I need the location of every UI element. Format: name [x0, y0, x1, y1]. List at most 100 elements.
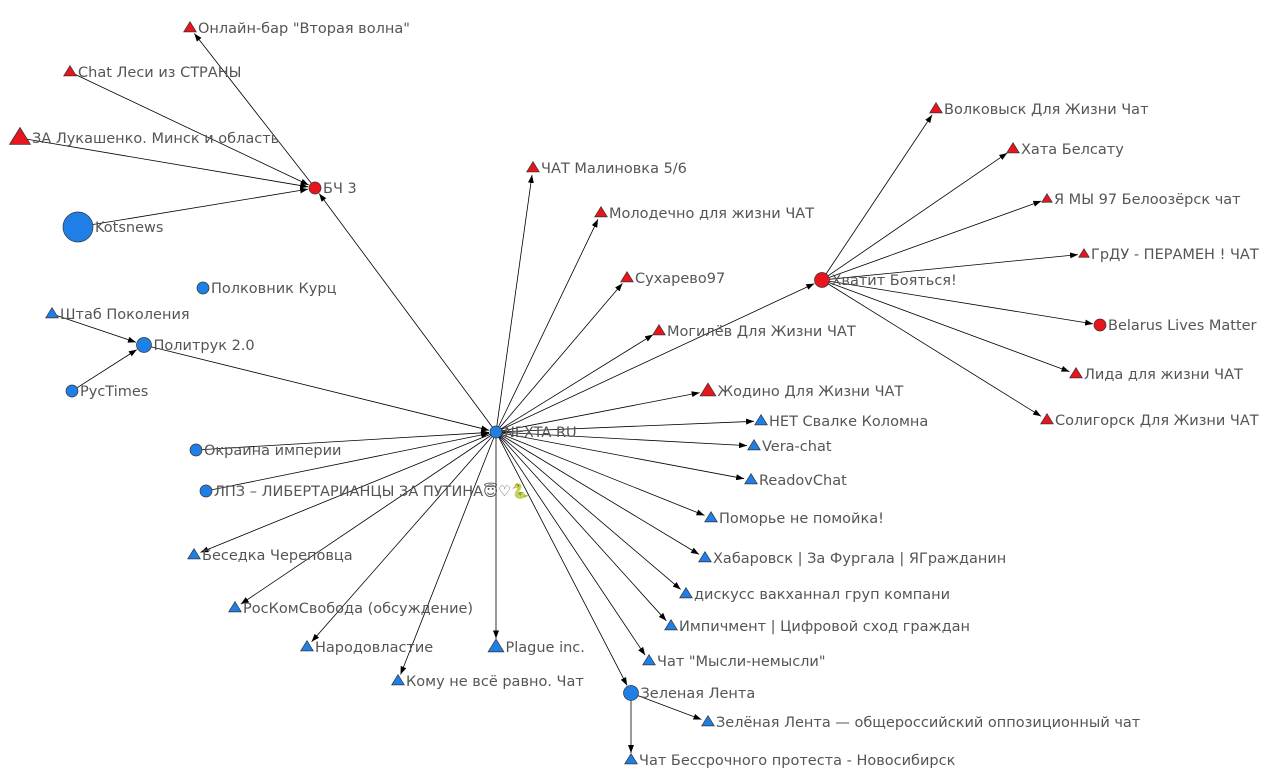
- circle-marker: [65, 384, 79, 398]
- edge-nexta-diskuss: [498, 434, 681, 590]
- node-malinovka[interactable]: ЧАТ Малиновка 5/6: [526, 161, 687, 177]
- node-online_bar[interactable]: Онлайн-бар "Вторая волна": [183, 21, 410, 37]
- node-label: ЧАТ Малиновка 5/6: [541, 161, 687, 177]
- node-ructimes[interactable]: РусTimes: [65, 384, 148, 400]
- node-zhodino[interactable]: Жодино Для Жизни ЧАТ: [699, 382, 903, 400]
- node-hata[interactable]: Хата Белсату: [1006, 142, 1125, 158]
- edge-hvatit-ya_my: [826, 200, 1042, 279]
- node-chat_lesi[interactable]: Chat Леси из СТРАНЫ: [63, 65, 242, 81]
- triangle-marker: [699, 382, 717, 397]
- circle-marker: [1093, 318, 1107, 332]
- edge-nexta-habarovsk: [498, 433, 700, 555]
- triangle-marker: [183, 21, 197, 33]
- node-za_luk[interactable]: ЗА Лукашенко. Минск и область: [8, 126, 280, 147]
- edge-nexta-sukharevo: [498, 283, 623, 430]
- node-diskuss[interactable]: дискусс вакханнал груп компани: [679, 587, 950, 603]
- node-label: Импичмент | Цифровой сход граждан: [679, 619, 970, 635]
- node-politruk[interactable]: Политрук 2.0: [136, 337, 255, 355]
- node-vera[interactable]: Vera-chat: [747, 439, 832, 455]
- node-lida[interactable]: Лида для жизни ЧАТ: [1069, 367, 1243, 383]
- node-pomorye[interactable]: Поморье не помойка!: [704, 511, 884, 527]
- node-blm[interactable]: Belarus Lives Matter: [1093, 318, 1257, 334]
- node-label: Полковник Курц: [211, 281, 337, 297]
- node-kolomna[interactable]: НЕТ Свалке Коломна: [754, 414, 929, 430]
- node-label: Народовластие: [315, 640, 433, 656]
- edge-nexta-kolomna: [499, 418, 755, 433]
- node-soligorsk[interactable]: Солигорск Для Жизни ЧАТ: [1040, 413, 1259, 429]
- node-label: Поморье не помойка!: [719, 511, 884, 527]
- node-label: NEXTA RU: [504, 425, 577, 441]
- node-polkovnik[interactable]: Полковник Курц: [196, 281, 337, 297]
- triangle-marker: [594, 206, 608, 218]
- edge-nexta-komu: [400, 435, 496, 675]
- circle-marker: [199, 484, 213, 498]
- node-kotsnews[interactable]: Kotsnews: [62, 211, 163, 243]
- node-label: Чат "Мысли-немысли": [657, 654, 826, 670]
- node-nsk[interactable]: Чат Бессрочного протеста - Новосибирск: [624, 753, 956, 769]
- edge-kotsnews-bch3: [86, 187, 309, 226]
- node-mogilev[interactable]: Могилёв Для Жизни ЧАТ: [652, 324, 856, 340]
- node-nexta[interactable]: NEXTA RU: [489, 425, 577, 441]
- node-hvatit[interactable]: Хватит Бояться!: [814, 272, 957, 290]
- node-bch3[interactable]: БЧ 3: [308, 181, 357, 197]
- circle-marker: [623, 685, 639, 701]
- triangle-marker: [526, 161, 540, 173]
- edge-nexta-mogilev: [498, 334, 654, 431]
- triangle-marker: [642, 654, 656, 666]
- triangle-marker: [63, 65, 77, 77]
- triangle-marker: [8, 126, 32, 145]
- edge-lpz-nexta: [209, 432, 490, 491]
- node-zelenaya[interactable]: Зеленая Лента: [623, 685, 756, 703]
- node-komu[interactable]: Кому не всё равно. Чат: [391, 674, 585, 690]
- node-label: РусTimes: [80, 384, 148, 400]
- edge-nexta-mysli: [497, 434, 646, 656]
- node-label: ReadovChat: [759, 473, 847, 489]
- node-okraina[interactable]: Окраина империи: [189, 443, 341, 459]
- edge-nexta-narodovl: [311, 434, 494, 643]
- node-lpz[interactable]: ЛПЗ – ЛИБЕРТАРИАНЦЫ ЗА ПУТИНА😇♡🐍: [199, 482, 529, 500]
- circle-marker: [489, 425, 503, 439]
- node-narodovl[interactable]: Народовластие: [300, 640, 434, 656]
- circle-marker: [136, 337, 152, 353]
- edge-bch3-online_bar: [193, 33, 314, 186]
- node-besedka[interactable]: Беседка Череповца: [187, 548, 353, 564]
- node-readov[interactable]: ReadovChat: [744, 473, 847, 489]
- triangle-marker: [652, 324, 666, 336]
- circle-marker: [814, 272, 830, 288]
- node-label: Хата Белсату: [1021, 142, 1124, 158]
- edge-nexta-bch3: [318, 193, 495, 430]
- triangle-marker: [1006, 142, 1020, 154]
- edge-nexta-vera: [499, 431, 748, 449]
- edge-nexta-pomorye: [499, 432, 705, 516]
- triangle-marker: [929, 102, 943, 114]
- edge-nexta-zelenaya: [497, 435, 628, 686]
- node-habarovsk[interactable]: Хабаровск | За Фургала | ЯГражданин: [698, 551, 1007, 567]
- node-ya_my[interactable]: Я МЫ 97 Белоозёрск чат: [1041, 192, 1241, 208]
- edge-nexta-roskom: [240, 433, 494, 605]
- node-plague[interactable]: Plague inc.: [487, 638, 585, 656]
- edge-hvatit-soligorsk: [825, 282, 1042, 417]
- node-zelenaya2[interactable]: Зелёная Лента — общероссийский оппозицио…: [701, 715, 1141, 731]
- node-label: Солигорск Для Жизни ЧАТ: [1055, 413, 1259, 429]
- node-label: ЗА Лукашенко. Минск и область: [32, 131, 279, 147]
- edge-politruk-nexta: [148, 345, 490, 432]
- node-label: Волковыск Для Жизни Чат: [944, 102, 1149, 118]
- triangle-marker: [1069, 367, 1083, 379]
- node-grdu[interactable]: ГрДУ - ПЕРАМЕН ! ЧАТ: [1078, 247, 1259, 263]
- triangle-marker: [664, 619, 678, 631]
- circle-marker: [62, 211, 94, 243]
- node-molodechno[interactable]: Молодечно для жизни ЧАТ: [594, 206, 814, 222]
- node-sukharevo[interactable]: Сухарево97: [620, 271, 725, 287]
- circle-marker: [308, 181, 322, 195]
- triangle-marker: [487, 638, 505, 653]
- node-volkovysk[interactable]: Волковыск Для Жизни Чат: [929, 102, 1149, 118]
- node-impeach[interactable]: Импичмент | Цифровой сход граждан: [664, 619, 970, 635]
- node-mysli[interactable]: Чат "Мысли-немысли": [642, 654, 826, 670]
- node-shtab[interactable]: Штаб Поколения: [45, 307, 190, 323]
- circle-marker: [189, 443, 203, 457]
- triangle-marker: [679, 587, 693, 599]
- edge-hvatit-hata: [825, 152, 1008, 278]
- edges-layer: [25, 33, 1094, 753]
- node-roskom[interactable]: РосКомСвобода (обсуждение): [228, 601, 473, 617]
